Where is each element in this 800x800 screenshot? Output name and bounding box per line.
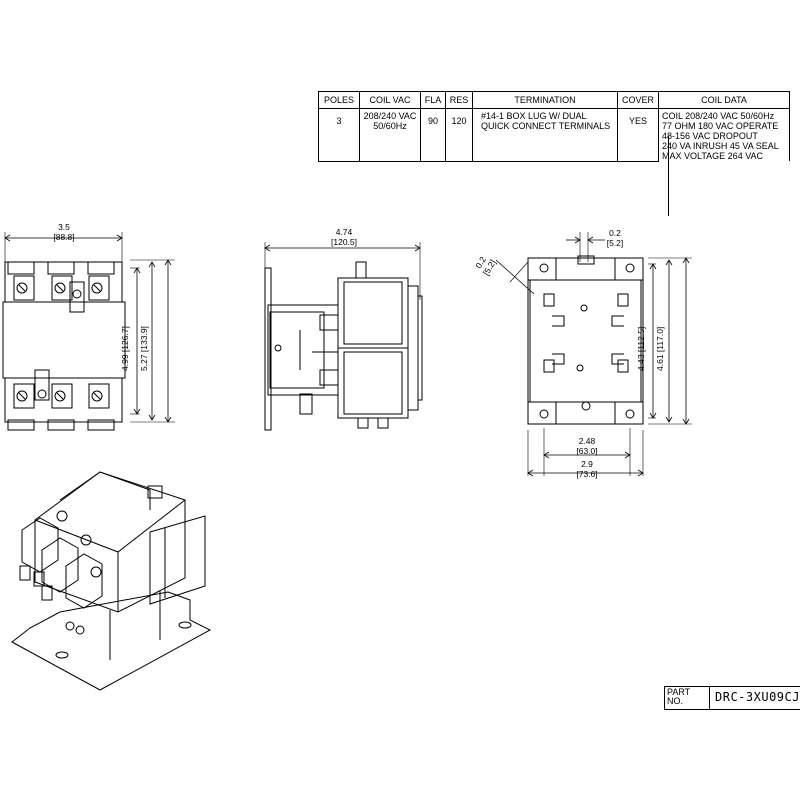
side-depth-dimension: 4.74 [120.5] (322, 227, 366, 247)
back-height-b-mm: [117.0] (655, 326, 665, 353)
back-height-a-in: 4.43 (636, 354, 646, 371)
back-view (495, 232, 692, 477)
side-depth-mm: [120.5] (331, 237, 357, 247)
cell-res: 120 (445, 108, 473, 162)
back-height-b-dimension: 4.61 [117.0] (655, 311, 665, 371)
isometric-view (11, 471, 212, 691)
front-height-b-in: 5.27 (139, 354, 149, 371)
back-width-a-in: 2.48 (578, 436, 596, 446)
spec-header-row: POLES COIL VAC FLA RES TERMINATION COVER… (318, 91, 790, 109)
front-height-b-mm: [133.9] (139, 326, 149, 353)
coil-data-line: 240 VA INRUSH 45 VA SEAL (662, 141, 779, 151)
header-fla: FLA (420, 91, 446, 109)
back-width-b-mm: [73.6] (576, 469, 598, 479)
front-height-a-in: 4.99 (120, 354, 130, 371)
back-height-a-mm: [112.5] (636, 326, 646, 353)
front-height-a-mm: [126.7] (120, 326, 130, 353)
part-number-label: PART NO. (667, 687, 691, 706)
back-slot-mm: [5.2] (606, 238, 624, 248)
cell-fla: 90 (420, 108, 446, 162)
cell-termination: #14-1 BOX LUG W/ DUAL QUICK CONNECT TERM… (472, 108, 618, 162)
header-coil-vac: COIL VAC (359, 91, 421, 109)
header-coil-data: COIL DATA (658, 91, 790, 109)
spec-table: POLES COIL VAC FLA RES TERMINATION COVER… (318, 91, 790, 162)
header-res: RES (445, 91, 473, 109)
cell-cover: YES (617, 108, 659, 162)
coil-data-rail (668, 136, 669, 216)
back-slot-dimension: 0.2 [5.2] (600, 228, 630, 248)
coil-data-line: COIL 208/240 VAC 50/60Hz (662, 111, 775, 121)
back-width-b-dimension: 2.9 [73.6] (567, 459, 607, 479)
part-number-block: PART NO. DRC-3XU09CJ (664, 686, 800, 710)
front-height-b-dimension: 5.27 [133.9] (139, 311, 149, 371)
cell-coil-vac: 208/240 VAC 50/60Hz (359, 108, 421, 162)
front-width-mm: [88.8] (53, 232, 75, 242)
coil-data-line: 48-156 VAC DROPOUT (662, 131, 758, 141)
front-height-a-dimension: 4.99 [126.7] (120, 311, 130, 371)
coil-data-line: MAX VOLTAGE 264 VAC (662, 151, 764, 161)
side-depth-in: 4.74 (335, 227, 353, 237)
spec-data-row: 3 208/240 VAC 50/60Hz 90 120 #14-1 BOX L… (318, 108, 790, 162)
header-cover: COVER (617, 91, 659, 109)
side-view (264, 242, 423, 431)
back-slot-in: 0.2 (609, 228, 621, 238)
cell-coil-data: COIL 208/240 VAC 50/60Hz 77 OHM 180 VAC … (658, 108, 790, 161)
front-width-in: 3.5 (58, 222, 70, 232)
header-poles: POLES (318, 91, 360, 109)
back-width-b-in: 2.9 (581, 459, 593, 469)
back-width-a-dimension: 2.48 [63.0] (567, 436, 607, 456)
cell-poles: 3 (318, 108, 360, 162)
back-height-a-dimension: 4.43 [112.5] (636, 311, 646, 371)
part-number-divider (709, 687, 710, 709)
part-number-value: DRC-3XU09CJ (715, 690, 800, 704)
front-view (2, 232, 175, 431)
back-width-a-mm: [63.0] (576, 446, 598, 456)
coil-data-line: 77 OHM 180 VAC OPERATE (662, 121, 779, 131)
front-width-dimension: 3.5 [88.8] (44, 222, 84, 242)
back-height-b-in: 4.61 (655, 354, 665, 371)
